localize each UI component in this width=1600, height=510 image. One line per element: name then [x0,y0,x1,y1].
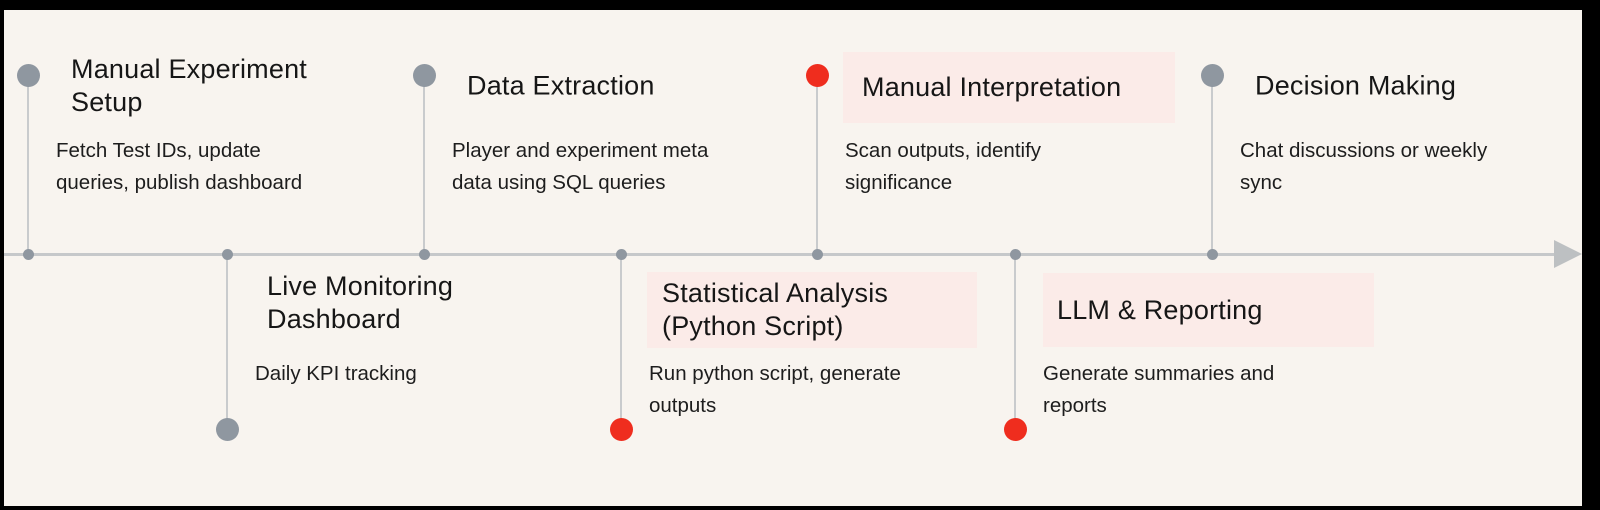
milestone-marker-icon [16,64,40,87]
milestone-marker-icon [1200,64,1224,87]
milestone-description: Chat discussions or weekly sync [1240,139,1488,194]
milestone-title: Decision Making [1255,70,1457,101]
connector-line [26,72,30,254]
axis-dot-icon [811,249,823,260]
milestone-title-highlighted: Manual Interpretation [843,52,1175,123]
milestone-description: Scan outputs, identify significance [845,139,1042,194]
milestone-title: Live Monitoring Dashboard [267,271,454,334]
timeline-axis-line [4,253,1556,256]
axis-dot-icon [615,249,627,260]
milestone-marker-icon [1003,418,1027,441]
connector-line [1210,72,1214,254]
connector-line [1013,254,1017,426]
milestone-description: Daily KPI tracking [255,362,417,385]
connector-line [815,72,819,254]
milestone-title-highlighted: Statistical Analysis (Python Script) [647,272,977,348]
milestone-description: Fetch Test IDs, update queries, publish … [56,139,303,194]
connector-line [225,254,229,426]
axis-dot-icon [418,249,430,260]
timeline-canvas: Manual Experiment Setup Fetch Test IDs, … [4,10,1582,506]
connector-line [619,254,623,426]
milestone-description: Player and experiment meta data using SQ… [452,139,709,194]
milestone-title: Data Extraction [467,70,655,101]
milestone-description: Generate summaries and reports [1043,362,1275,417]
axis-dot-icon [1009,249,1021,260]
milestone-marker-icon [609,418,633,441]
milestone-description: Run python script, generate outputs [649,362,901,417]
milestone-title: Manual Experiment Setup [71,54,308,117]
arrow-right-icon [1554,240,1582,268]
milestone-marker-icon [215,418,239,441]
axis-dot-icon [1206,249,1218,260]
milestone-marker-icon [412,64,436,87]
axis-dot-icon [221,249,233,260]
milestone-title-highlighted: LLM & Reporting [1043,273,1374,347]
connector-line [422,72,426,254]
axis-dot-icon [22,249,34,260]
milestone-marker-icon [805,64,829,87]
